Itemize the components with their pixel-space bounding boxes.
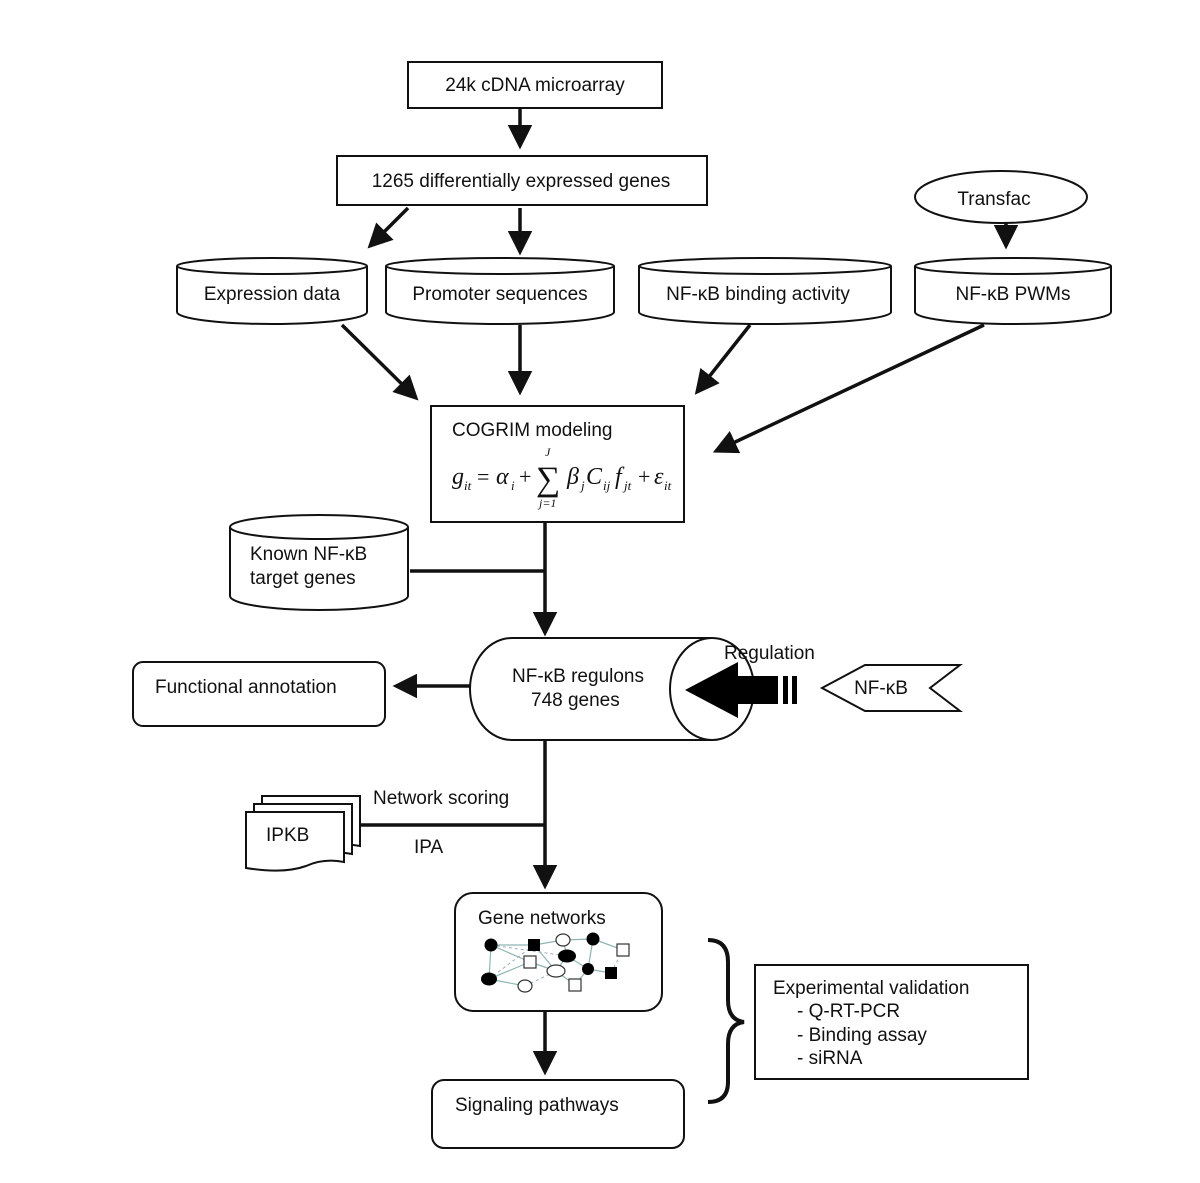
eq-lhs-sub: it: [464, 478, 472, 493]
eq-plus-2: +: [638, 464, 650, 489]
eq-beta-sub: j: [579, 478, 585, 493]
known-targets-line2: target genes: [250, 568, 356, 589]
ipa-label: IPA: [414, 837, 444, 858]
functional-annotation-label: Functional annotation: [155, 677, 337, 698]
arrow-genes-to-expression: [367, 206, 410, 249]
eq-beta: β: [566, 464, 579, 490]
network-graph-icon: [481, 932, 630, 993]
eq-epsilon-sub: it: [664, 478, 672, 493]
promoter-sequences-db: Promoter sequences: [385, 257, 615, 325]
microarray-node: 24k cDNA microarray: [407, 61, 663, 109]
transfac-label: Transfac: [957, 189, 1030, 210]
cogrim-box: [430, 405, 685, 523]
binding-activity-label: NF-κB binding activity: [666, 284, 850, 305]
eq-f-sub: jt: [622, 478, 632, 493]
arrow-expression-to-cogrim: [340, 323, 419, 401]
diff-genes-label: 1265 differentially expressed genes: [372, 171, 671, 192]
microarray-label: 24k cDNA microarray: [445, 75, 625, 96]
ipkb-label: IPKB: [266, 825, 309, 846]
validation-item-sirna: - siRNA: [797, 1048, 863, 1069]
arrow-binding-to-cogrim: [694, 323, 752, 395]
known-targets-db-top: [229, 514, 409, 540]
eq-c-sub: ij: [603, 478, 611, 493]
validation-item-binding: - Binding assay: [797, 1025, 927, 1046]
gene-networks-label: Gene networks: [478, 908, 606, 929]
binding-activity-db: NF-κB binding activity: [638, 257, 892, 325]
promoter-sequences-label: Promoter sequences: [412, 284, 587, 305]
validation-box: [754, 964, 1029, 1080]
eq-sum-bottom: j=1: [537, 496, 556, 510]
expression-db-body: [176, 266, 368, 325]
known-targets-db: Known NF-κB target genes: [229, 514, 409, 611]
regulons-cylinder-end: [669, 637, 713, 741]
pwms-db: NF-κB PWMs: [914, 257, 1112, 325]
eq-epsilon: ε: [654, 464, 664, 490]
regulons-line1: NF-κB regulons: [512, 666, 644, 687]
gene-networks-box: [454, 892, 663, 1012]
pwms-db-top: [914, 257, 1112, 275]
eq-sum-top: J: [545, 445, 551, 459]
expression-data-db: Expression data: [176, 257, 368, 325]
validation-item-qrtpcr: - Q-RT-PCR: [797, 1001, 900, 1022]
nfkb-shape: [819, 664, 963, 712]
promoter-db-body: [385, 266, 615, 325]
ipkb-node: IPKB: [245, 795, 361, 872]
cogrim-equation: g it = α i + ∑ J j=1 β j C ij f jt + ε i…: [452, 445, 672, 510]
microarray-box: [407, 61, 663, 109]
diff-genes-node: 1265 differentially expressed genes: [336, 155, 708, 206]
eq-alpha-sub: i: [511, 478, 515, 493]
eq-f: f: [615, 464, 625, 490]
transfac-ellipse: [914, 170, 1088, 224]
eq-alpha: α: [496, 464, 509, 490]
transfac-node: Transfac: [914, 170, 1088, 224]
eq-c: C: [586, 464, 603, 490]
eq-sum: ∑: [536, 461, 560, 498]
pwms-db-body: [914, 266, 1112, 325]
known-targets-line1: Known NF-κB: [250, 544, 367, 565]
nfkb-label: NF-κB: [854, 678, 908, 699]
connectors: [340, 108, 1019, 1076]
expression-db-top: [176, 257, 368, 275]
signaling-pathways-box: [431, 1079, 685, 1149]
eq-equals: =: [477, 464, 489, 489]
promoter-db-top: [385, 257, 615, 275]
cogrim-node: COGRIM modeling g it = α i + ∑ J j=1 β j…: [430, 405, 685, 523]
network-scoring-label: Network scoring: [373, 788, 509, 809]
eq-lhs: g: [452, 464, 464, 490]
binding-db-body: [638, 266, 892, 325]
eq-plus-1: +: [519, 464, 531, 489]
functional-annotation-node: Functional annotation: [132, 661, 386, 727]
gene-networks-node: Gene networks: [454, 892, 663, 1012]
diff-genes-box: [336, 155, 708, 206]
regulation-arrow: Regulation: [685, 643, 815, 718]
validation-title: Experimental validation: [773, 978, 969, 999]
validation-brace: [707, 938, 745, 1104]
cogrim-title: COGRIM modeling: [452, 420, 613, 441]
nfkb-node: NF-κB: [819, 664, 963, 712]
signaling-pathways-label: Signaling pathways: [455, 1095, 619, 1116]
known-targets-db-body: [229, 527, 409, 611]
regulation-arrow-head: [685, 662, 778, 718]
pwms-label: NF-κB PWMs: [955, 284, 1070, 305]
signaling-pathways-node: Signaling pathways: [431, 1079, 685, 1149]
regulation-bar-2: [792, 676, 797, 704]
ipkb-doc-front: [245, 811, 345, 872]
functional-annotation-box: [132, 661, 386, 727]
regulons-line2: 748 genes: [531, 690, 620, 711]
regulation-label: Regulation: [724, 643, 815, 664]
regulation-bar-1: [783, 676, 788, 704]
binding-db-top: [638, 257, 892, 275]
regulons-node: NF-κB regulons 748 genes: [469, 637, 755, 741]
validation-node: Experimental validation - Q-RT-PCR - Bin…: [754, 964, 1029, 1080]
expression-data-label: Expression data: [204, 284, 341, 305]
arrow-pwms-to-cogrim: [712, 323, 985, 454]
